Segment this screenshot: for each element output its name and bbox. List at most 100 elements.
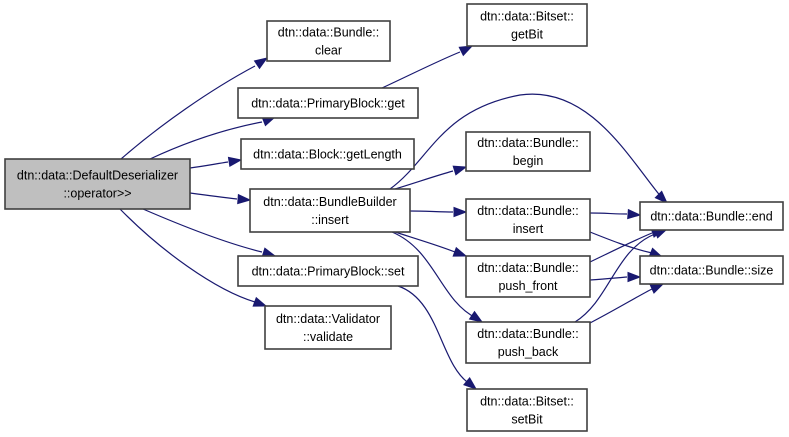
edge-line	[589, 276, 628, 281]
edge-bundlebuilder_insert-to-bundle_push_front	[394, 231, 468, 257]
edge-line	[119, 208, 256, 303]
node-box[interactable]	[240, 138, 415, 170]
node-label: setBit	[511, 413, 543, 427]
node-label: dtn::data::Bundle::end	[650, 210, 772, 224]
node-box[interactable]	[466, 388, 588, 432]
arrowhead-icon	[453, 206, 468, 218]
edges-layer	[119, 45, 669, 390]
edge-line	[589, 231, 653, 254]
nodes-layer: dtn::data::DefaultDeserializer::operator…	[4, 3, 784, 432]
edge-root-to-block_getlength	[189, 156, 243, 169]
node-label: dtn::data::Bundle::size	[650, 264, 774, 278]
edge-bundle_insert-to-bundle_size	[589, 231, 664, 258]
node-bundlebuilder-insert[interactable]: dtn::data::BundleBuilder::insert	[249, 188, 411, 233]
node-box[interactable]	[266, 20, 391, 62]
edge-line	[589, 232, 653, 263]
node-bundle-push-back[interactable]: dtn::data::Bundle::push_back	[465, 321, 591, 364]
node-label: dtn::data::Block::getLength	[253, 148, 402, 162]
node-box[interactable]	[639, 201, 784, 231]
edge-primaryblock_set-to-bitset_setbit	[397, 285, 478, 390]
node-label: dtn::data::PrimaryBlock::set	[252, 265, 405, 279]
arrowhead-icon	[452, 246, 468, 257]
node-label: dtn::data::Bundle::	[278, 26, 379, 40]
node-label: dtn::data::Bundle::	[477, 327, 578, 341]
node-label: ::insert	[311, 213, 349, 227]
node-label: dtn::data::DefaultDeserializer	[17, 169, 178, 183]
node-label: dtn::data::Bundle::	[477, 136, 578, 150]
node-label: dtn::data::BundleBuilder	[263, 195, 396, 209]
edge-line	[189, 192, 238, 200]
node-label: dtn::data::Bundle::	[477, 261, 578, 275]
node-bundle-push-front[interactable]: dtn::data::Bundle::push_front	[465, 255, 591, 298]
node-bundle-size[interactable]: dtn::data::Bundle::size	[639, 255, 784, 285]
node-label: ::validate	[303, 330, 353, 344]
node-box[interactable]	[465, 321, 591, 364]
edge-line	[391, 231, 477, 319]
node-root[interactable]: dtn::data::DefaultDeserializer::operator…	[4, 158, 191, 210]
node-label: dtn::data::PrimaryBlock::get	[251, 97, 405, 111]
edge-bundle_insert-to-bundle_end	[589, 208, 642, 220]
arrowhead-icon	[627, 208, 642, 220]
node-label: dtn::data::Bitset::	[480, 395, 574, 409]
node-box[interactable]	[237, 87, 419, 119]
edge-bundlebuilder_insert-to-bundle_begin	[394, 165, 468, 190]
edge-bundlebuilder_insert-to-bundle_push_back	[391, 231, 484, 323]
node-primaryblock-get[interactable]: dtn::data::PrimaryBlock::get	[237, 87, 419, 119]
node-box[interactable]	[466, 3, 588, 47]
edge-line	[381, 51, 461, 89]
edge-root-to-bundlebuilder_insert	[189, 192, 252, 205]
node-bitset-setbit[interactable]: dtn::data::Bitset::setBit	[466, 388, 588, 432]
node-box[interactable]	[237, 255, 419, 287]
edge-root-to-bundle_clear	[120, 57, 269, 160]
edge-line	[389, 93, 663, 199]
arrowhead-icon	[463, 376, 478, 390]
node-primaryblock-set[interactable]: dtn::data::PrimaryBlock::set	[237, 255, 419, 287]
node-label: begin	[513, 154, 544, 168]
edge-root-to-validator_validate	[119, 208, 268, 307]
node-box[interactable]	[465, 255, 591, 298]
node-box[interactable]	[639, 255, 784, 285]
node-validator-validate[interactable]: dtn::data::Validator::validate	[264, 305, 392, 350]
node-label: push_back	[498, 345, 559, 359]
arrowhead-icon	[627, 271, 642, 283]
arrowhead-icon	[458, 45, 474, 57]
edge-primaryblock_get-to-bitset_getbit	[381, 45, 474, 89]
node-label: dtn::data::Validator	[276, 312, 380, 326]
node-box[interactable]	[264, 305, 392, 350]
edge-line	[394, 170, 454, 190]
node-bundle-clear[interactable]: dtn::data::Bundle::clear	[266, 20, 391, 62]
node-label: push_front	[498, 279, 558, 293]
node-bitset-getbit[interactable]: dtn::data::Bitset::getBit	[466, 3, 588, 47]
node-bundle-begin[interactable]: dtn::data::Bundle::begin	[465, 131, 591, 172]
node-label: getBit	[511, 28, 543, 42]
node-bundle-insert[interactable]: dtn::data::Bundle::insert	[465, 198, 591, 241]
arrowhead-icon	[468, 310, 484, 323]
edge-line	[589, 212, 628, 215]
edge-line	[574, 233, 656, 323]
edge-line	[409, 210, 454, 213]
arrowhead-icon	[253, 57, 269, 70]
node-label: dtn::data::Bitset::	[480, 10, 574, 24]
edge-bundlebuilder_insert-to-bundle_end	[389, 93, 669, 205]
arrowhead-icon	[227, 156, 243, 168]
edge-line	[120, 65, 256, 160]
edge-line	[589, 288, 653, 324]
edge-bundlebuilder_insert-to-bundle_insert	[409, 206, 468, 218]
node-box[interactable]	[4, 158, 191, 210]
node-box[interactable]	[465, 198, 591, 241]
node-label: clear	[315, 44, 342, 58]
edge-bundle_push_back-to-bundle_size	[589, 283, 665, 324]
edge-root-to-primaryblock_set	[142, 208, 277, 258]
node-block-getlength[interactable]: dtn::data::Block::getLength	[240, 138, 415, 170]
node-bundle-end[interactable]: dtn::data::Bundle::end	[639, 201, 784, 231]
edge-line	[189, 161, 229, 169]
node-box[interactable]	[465, 131, 591, 172]
edge-line	[142, 208, 263, 253]
node-label: ::operator>>	[63, 187, 131, 201]
edge-bundle_push_front-to-bundle_size	[589, 271, 642, 283]
node-box[interactable]	[249, 188, 411, 233]
node-label: insert	[513, 222, 544, 236]
arrowhead-icon	[649, 283, 665, 294]
arrowhead-icon	[654, 190, 669, 205]
